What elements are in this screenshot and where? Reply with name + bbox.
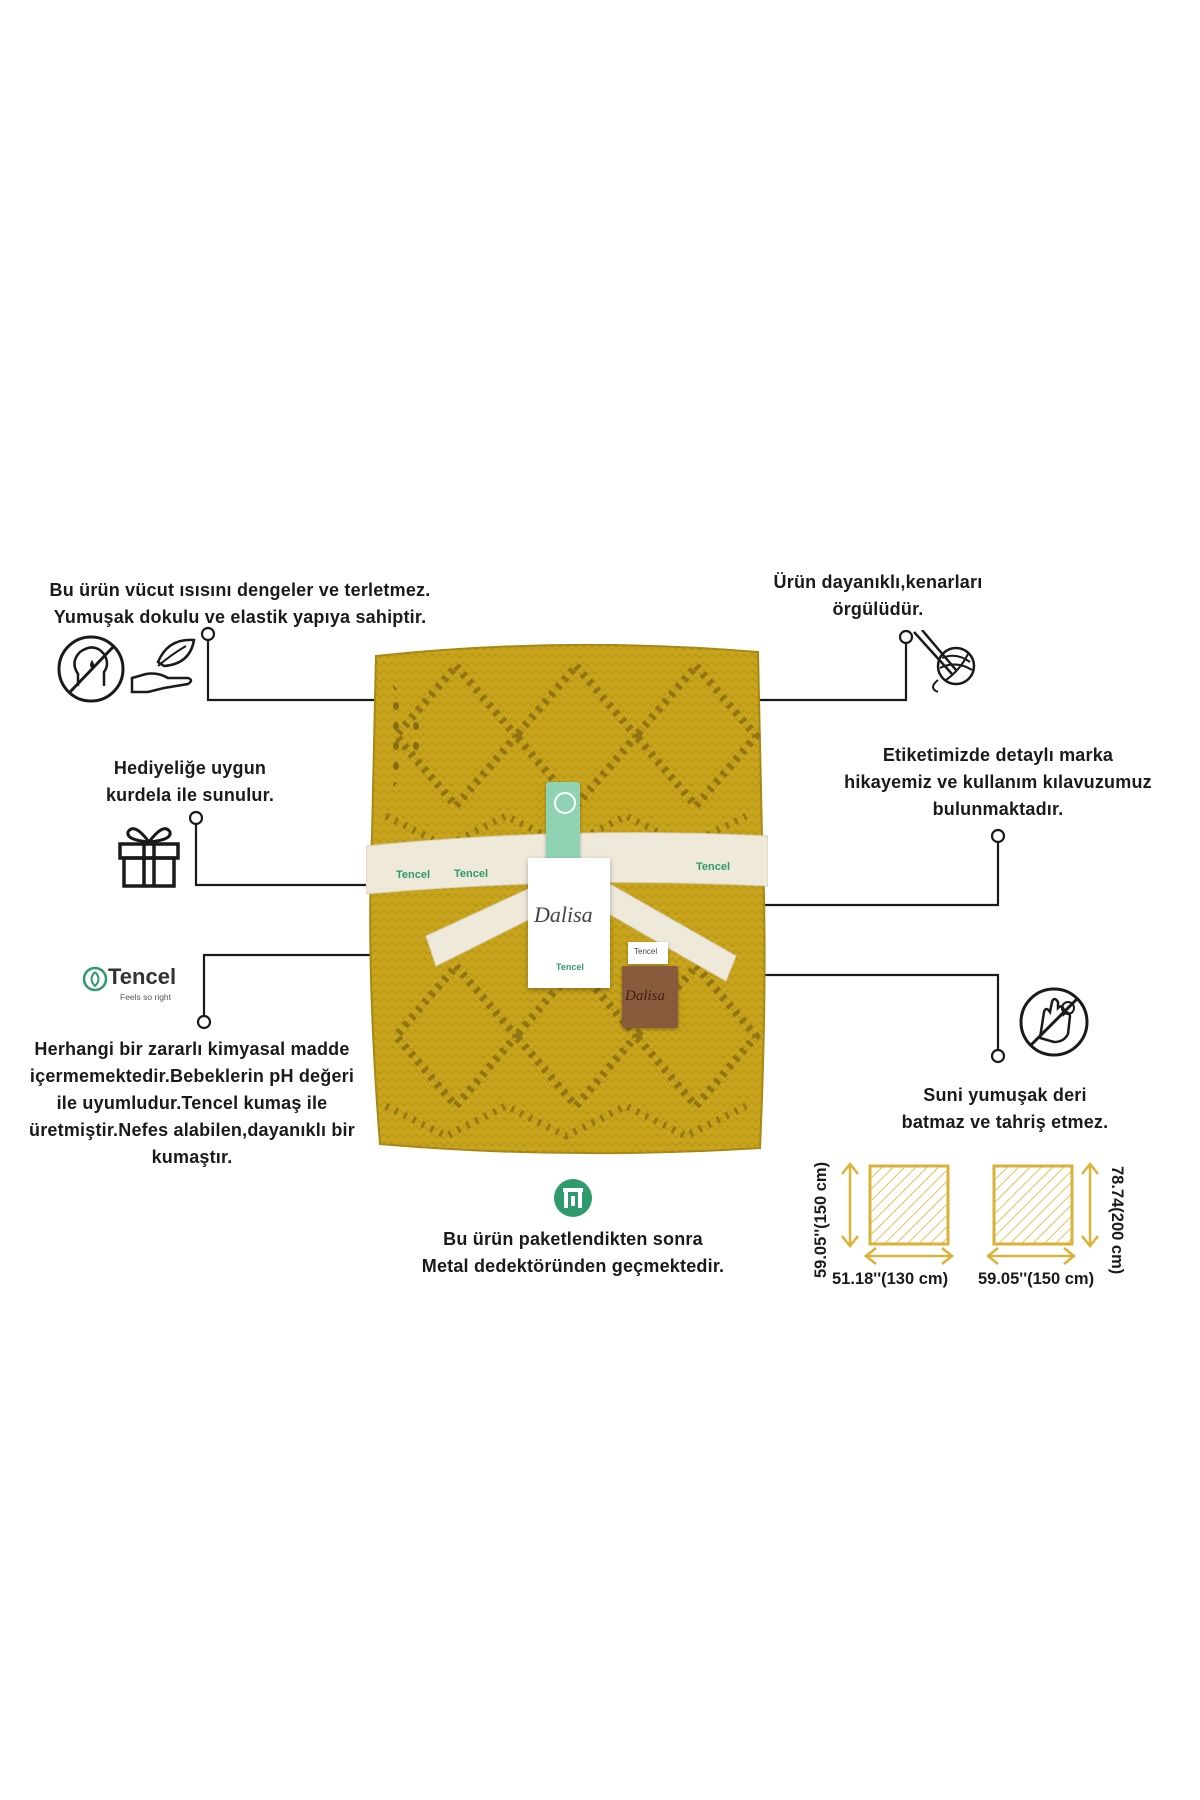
tag-tencel: Tencel xyxy=(556,962,584,972)
no-irritation-icon xyxy=(1018,986,1090,1063)
callout-gift: Hediyeliğe uygun kurdela ile sunulur. xyxy=(105,758,275,805)
dalisa-hang-tag: Dalisa Tencel xyxy=(528,858,610,988)
tencel-brand: Tencel xyxy=(108,964,177,989)
size-diagram-1 xyxy=(836,1156,966,1266)
product-image: Tencel Tencel Tencel Dalisa Tencel Tence… xyxy=(365,636,769,1156)
gift-box-icon xyxy=(114,818,184,893)
tencel-leaf-icon xyxy=(82,966,108,992)
leaf-hand-icon xyxy=(128,634,200,705)
size-2-width: 59.05''(150 cm) xyxy=(978,1270,1095,1288)
size-2-height: 78.74(200 cm) xyxy=(1108,1166,1126,1275)
yarn-ball-icon xyxy=(912,629,980,699)
size-2-shape xyxy=(985,1161,1099,1265)
callout-leather: Suni yumuşak deri batmaz ve tahriş etmez… xyxy=(901,1085,1109,1132)
green-hang-tag xyxy=(546,782,580,864)
small-tag-text: Tencel xyxy=(634,947,658,956)
size-1-shape xyxy=(841,1161,955,1265)
patch-brand: Dalisa xyxy=(625,988,666,1004)
callout-metal: Bu ürün paketlendikten sonra Metal dedek… xyxy=(421,1229,725,1276)
leather-patch: Dalisa xyxy=(622,966,678,1028)
size-1-width: 51.18''(130 cm) xyxy=(832,1270,949,1288)
tencel-logo: Tencel Feels so right xyxy=(82,964,202,1014)
ribbon-label-mid: Tencel xyxy=(454,868,489,880)
callout-label-story: Etiketimizde detaylı marka hikayemiz ve … xyxy=(844,745,1152,819)
tencel-tagline: Feels so right xyxy=(120,992,172,1002)
callout-durable: Ürün dayanıklı,kenarları örgülüdür. xyxy=(773,572,983,619)
callout-body-temp: Bu ürün vücut ısısını dengeler ve terlet… xyxy=(49,580,431,627)
small-tencel-tag: Tencel xyxy=(628,942,668,964)
ribbon-label-left: Tencel xyxy=(396,869,431,881)
metal-detector-icon xyxy=(553,1178,593,1223)
ribbon-label-right: Tencel xyxy=(696,861,731,873)
size-1-height: 59.05''(150 cm) xyxy=(812,1161,830,1278)
size-diagram-2 xyxy=(984,1156,1104,1266)
callout-chemical: Herhangi bir zararlı kimyasal madde içer… xyxy=(29,1039,355,1167)
tag-brand: Dalisa xyxy=(534,902,593,927)
head-sweat-icon xyxy=(56,634,126,709)
